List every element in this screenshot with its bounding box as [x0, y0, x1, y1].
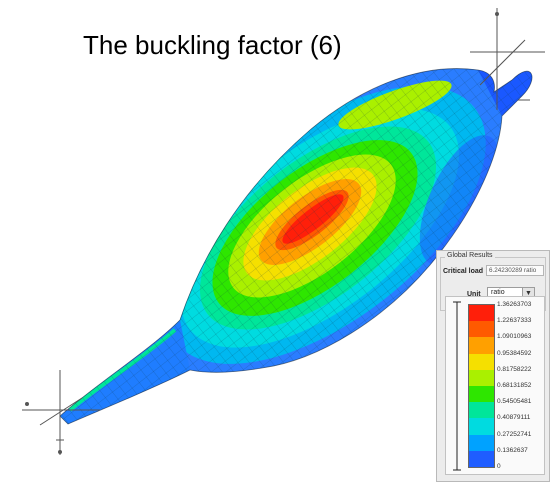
legend-value: 0.27252741 [497, 430, 532, 438]
legend-swatch [469, 402, 494, 419]
legend-value: 1.22637333 [497, 317, 532, 325]
unit-label: Unit [467, 291, 481, 298]
legend-swatch [469, 450, 494, 468]
support-triad-left [22, 370, 100, 455]
legend-color-bar [468, 304, 495, 468]
color-legend: 1.36263703 1.22637333 1.09010963 0.95384592… [445, 296, 545, 475]
global-results-panel: Global Results Critical load 6.24230289 … [436, 250, 550, 482]
chevron-down-icon[interactable]: ▼ [522, 288, 534, 299]
support-triad-right [470, 8, 545, 110]
legend-swatch [469, 369, 494, 387]
legend-value: 1.09010963 [497, 333, 532, 341]
unit-select-value: ratio [491, 289, 505, 296]
group-label: Global Results [445, 252, 495, 259]
range-bracket-icon [453, 301, 461, 471]
chart-title: The buckling factor (6) [83, 30, 342, 60]
legend-swatch [469, 386, 494, 403]
critical-load-label: Critical load [443, 268, 484, 275]
legend-swatch [469, 305, 494, 322]
legend-value: 0.95384592 [497, 349, 532, 357]
legend-value: 0.54505481 [497, 398, 532, 406]
legend-swatch [469, 353, 494, 371]
legend-swatch [469, 418, 494, 436]
critical-load-field[interactable]: 6.24230289 ratio [486, 265, 544, 276]
legend-value: 1.36263703 [497, 301, 532, 308]
legend-swatch [469, 337, 494, 355]
legend-value: 0.1362637 [497, 446, 528, 454]
legend-swatch [469, 434, 494, 452]
legend-value: 0.81758222 [497, 365, 532, 373]
legend-swatch [469, 321, 494, 338]
legend-value: 0 [497, 463, 501, 470]
legend-value: 0.40879111 [497, 414, 531, 422]
legend-value: 0.68131852 [497, 382, 532, 389]
